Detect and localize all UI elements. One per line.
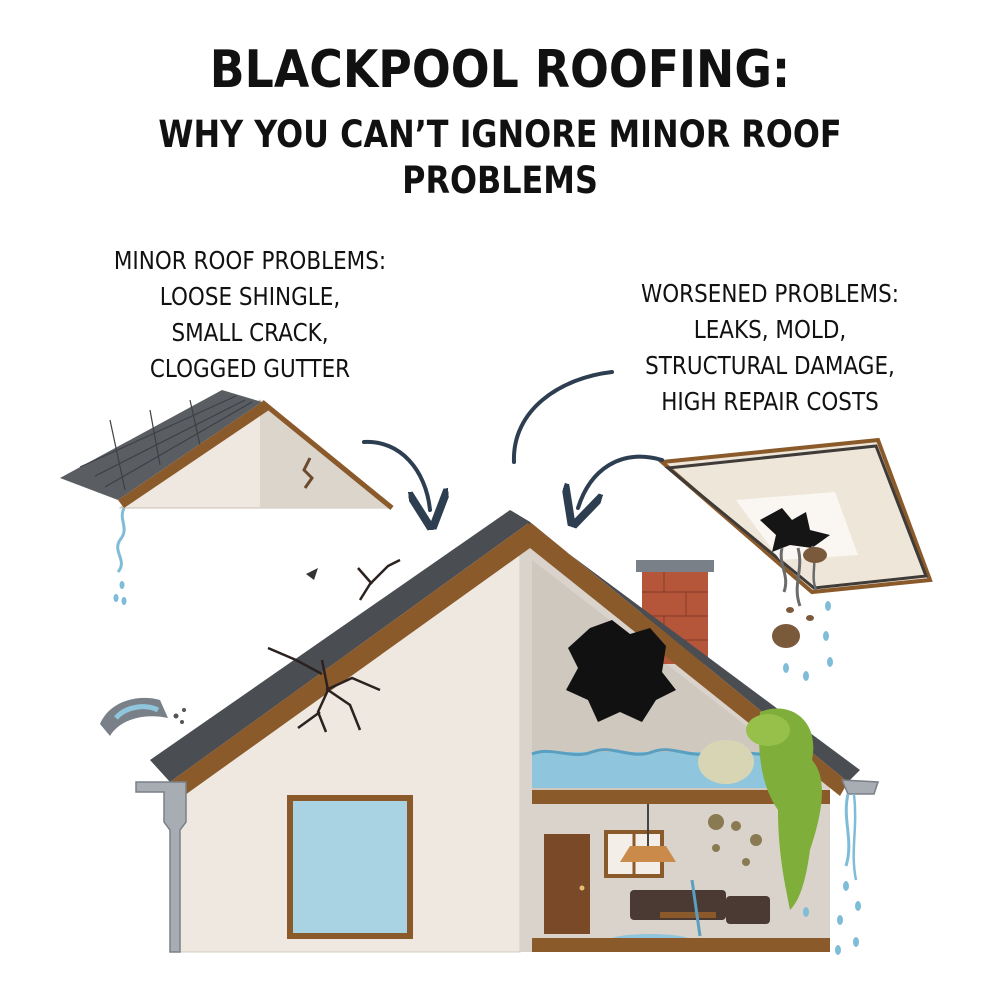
minor-problems-line-2: SMALL CRACK,: [171, 318, 329, 347]
house-window: [287, 795, 413, 939]
page-title: BLACKPOOL ROOFING:: [209, 40, 791, 100]
house: [100, 510, 880, 955]
interior-door: [544, 834, 590, 934]
debris-icon: [772, 624, 800, 648]
mold-growth-icon: [758, 708, 822, 910]
mold-cloud: [698, 740, 754, 784]
minor-roof-inset: [60, 390, 394, 605]
worsened-problems-line-1: LEAKS, MOLD,: [693, 315, 847, 344]
ceiling-hole-icon: [760, 508, 830, 552]
roof-crack-icon: [267, 558, 401, 733]
curve-arrow-icon: [511, 370, 614, 464]
arrow-icon: [578, 454, 664, 508]
arrows: [362, 370, 664, 510]
minor-problems-line-1: LOOSE SHINGLE,: [159, 282, 341, 311]
roof-shingles: [150, 510, 530, 782]
worsened-problems-heading: WORSENED PROBLEMS:: [641, 279, 899, 308]
minor-problems-caption: MINOR ROOF PROBLEMS: LOOSE SHINGLE, SMAL…: [95, 243, 405, 387]
damaged-ceiling-inset: [657, 437, 933, 681]
mop-icon: [690, 879, 702, 937]
arrow-icon: [362, 439, 430, 510]
worsened-problems-line-2: STRUCTURAL DAMAGE,: [645, 351, 895, 380]
ceiling-lamp-icon: [620, 846, 676, 862]
minor-problems-heading: MINOR ROOF PROBLEMS:: [113, 246, 387, 275]
worsened-problems-line-3: HIGH REPAIR COSTS: [661, 387, 879, 416]
drip-icon: [116, 507, 126, 573]
worsened-problems-caption: WORSENED PROBLEMS: LEAKS, MOLD, STRUCTUR…: [607, 276, 934, 420]
flying-shingle: [306, 568, 318, 580]
downspout: [135, 781, 187, 953]
clogged-gutter-icon: [100, 697, 168, 736]
mold-spots: [708, 814, 762, 866]
minor-problems-line-3: CLOGGED GUTTER: [149, 354, 351, 383]
structural-damage-hole-icon: [566, 620, 676, 722]
small-crack-icon: [302, 457, 314, 489]
page-subtitle: WHY YOU CAN’T IGNORE MINOR ROOF PROBLEMS: [158, 113, 842, 202]
